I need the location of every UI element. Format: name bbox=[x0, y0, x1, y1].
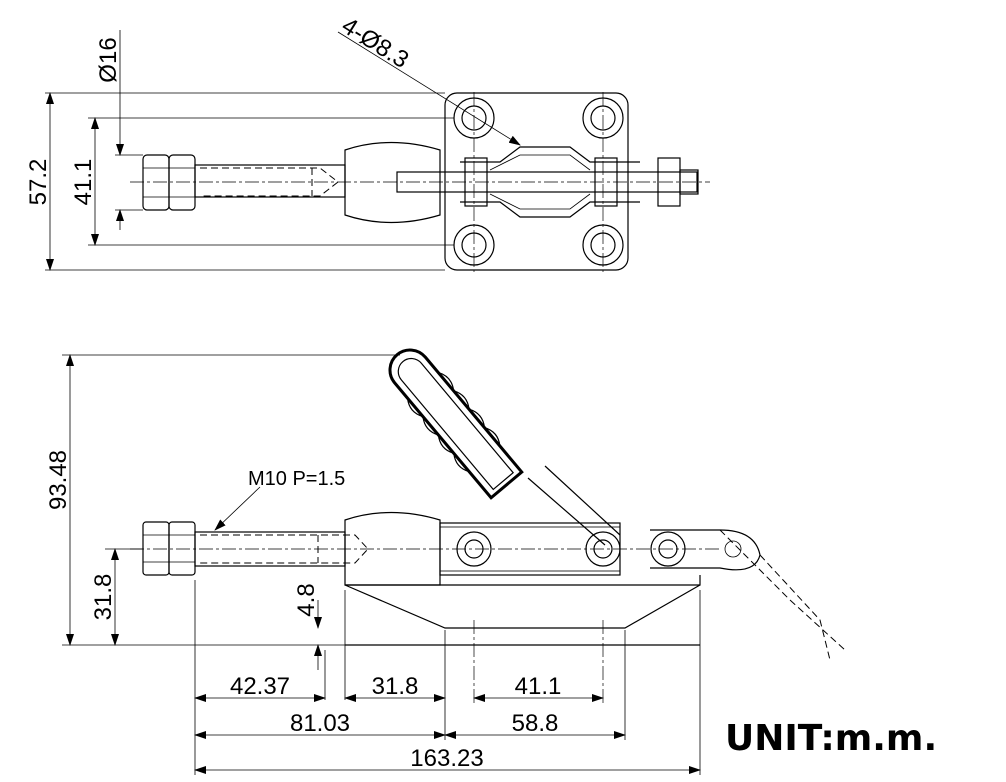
side-view: 93.48 31.8 4.8 M10 P=1.5 42.37 31.8 41.1… bbox=[45, 348, 846, 775]
top-view: 57.2 41.1 Ø16 4-Ø8.3 bbox=[25, 12, 710, 272]
hole-callout: 4-Ø8.3 bbox=[337, 12, 414, 74]
base-plate bbox=[444, 92, 629, 271]
nut-side bbox=[142, 521, 196, 576]
dim-overall-width: 57.2 bbox=[25, 159, 52, 206]
dim-overall-height: 93.48 bbox=[45, 450, 72, 510]
dim-spindle-height: 31.8 bbox=[90, 574, 117, 621]
base-side bbox=[344, 575, 701, 629]
plunger-body-top bbox=[344, 141, 441, 224]
dim-hole-spacing: 41.1 bbox=[70, 159, 97, 206]
dim-31-8: 31.8 bbox=[372, 673, 419, 700]
dim-58-8: 58.8 bbox=[512, 710, 559, 737]
dim-base-thickness: 4.8 bbox=[293, 583, 320, 616]
dim-81-03: 81.03 bbox=[290, 710, 350, 737]
dim-41-1: 41.1 bbox=[515, 673, 562, 700]
unit-label: UNIT:m.m. bbox=[725, 718, 937, 759]
handle-grip bbox=[388, 348, 524, 500]
nut-top bbox=[142, 154, 196, 211]
dim-overall-length: 163.23 bbox=[410, 745, 483, 772]
mounting-holes bbox=[453, 97, 624, 266]
dim-42-37: 42.37 bbox=[230, 673, 290, 700]
dim-rod-diameter: Ø16 bbox=[95, 37, 122, 82]
thread-callout: M10 P=1.5 bbox=[248, 468, 345, 490]
